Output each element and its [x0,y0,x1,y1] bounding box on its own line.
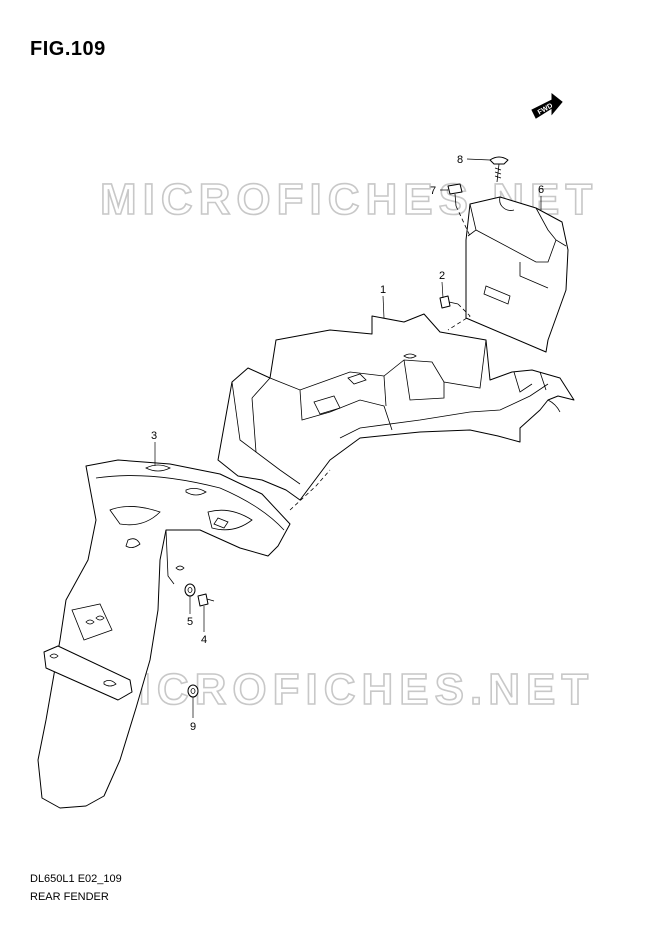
callout-3: 3 [151,430,157,442]
callout-9: 9 [190,721,196,733]
callout-2: 2 [439,270,445,282]
figure-name: REAR FENDER [30,891,109,903]
callout-6: 6 [538,184,544,196]
callout-7: 7 [430,185,436,197]
callout-4: 4 [201,634,207,646]
part-1-inner-fender [217,313,575,501]
callout-5: 5 [187,616,193,628]
figure-code: DL650L1 E02_109 [30,873,122,885]
fwd-label: FWD [537,102,554,116]
figure-title: FIG.109 [30,38,106,60]
part-7-bolt [447,183,471,237]
part-4-bolt [197,593,215,607]
part-2-bolt [439,295,471,331]
part-8-screw [489,156,509,183]
part-9-washer [187,684,199,698]
part-5-washer [184,583,196,597]
callout-1: 1 [380,284,386,296]
watermark-bottom: MICROFICHES.NET [96,665,594,714]
fwd-arrow-icon: FWD [531,92,563,119]
part-6-rear-cover [465,196,569,353]
leader-lines [154,158,542,718]
part-3-rear-fender [37,459,331,809]
callout-8: 8 [457,154,463,166]
